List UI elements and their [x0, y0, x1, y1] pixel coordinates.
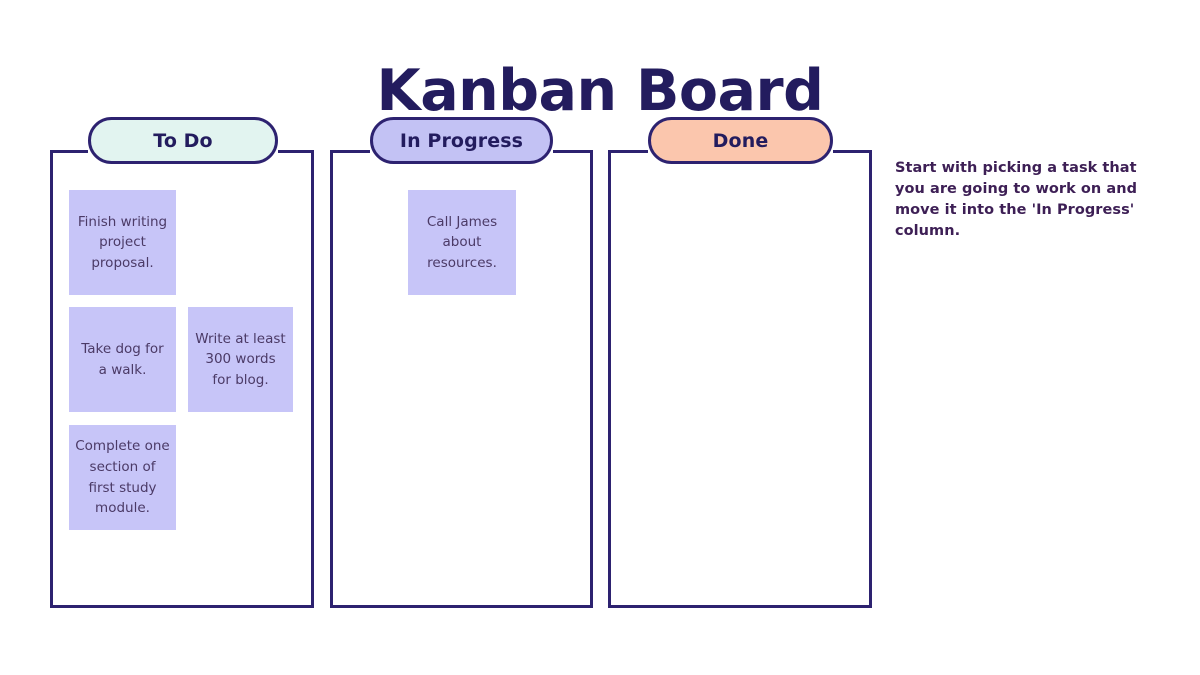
- column-header-todo-label: To Do: [153, 129, 213, 152]
- task-card[interactable]: Complete one section of first study modu…: [69, 425, 176, 530]
- column-header-done-label: Done: [712, 129, 769, 152]
- page-title: Kanban Board: [376, 58, 824, 125]
- task-card-text: Finish writing project proposal.: [77, 213, 168, 271]
- task-card[interactable]: Call James about resources.: [408, 190, 516, 295]
- column-header-todo[interactable]: To Do: [88, 117, 278, 164]
- instruction-note: Start with picking a task that you are g…: [895, 159, 1138, 240]
- column-header-inprogress-label: In Progress: [399, 129, 524, 152]
- column-header-inprogress[interactable]: In Progress: [370, 117, 553, 164]
- task-card-text: Take dog for a walk.: [81, 340, 164, 378]
- column-done[interactable]: [608, 150, 872, 608]
- task-card[interactable]: Take dog for a walk.: [69, 307, 176, 412]
- task-card-text: Call James about resources.: [426, 213, 498, 271]
- task-card-text: Write at least 300 words for blog.: [195, 330, 286, 388]
- task-card[interactable]: Write at least 300 words for blog.: [188, 307, 293, 412]
- column-header-done[interactable]: Done: [648, 117, 833, 164]
- task-card[interactable]: Finish writing project proposal.: [69, 190, 176, 295]
- task-card-text: Complete one section of first study modu…: [75, 438, 170, 517]
